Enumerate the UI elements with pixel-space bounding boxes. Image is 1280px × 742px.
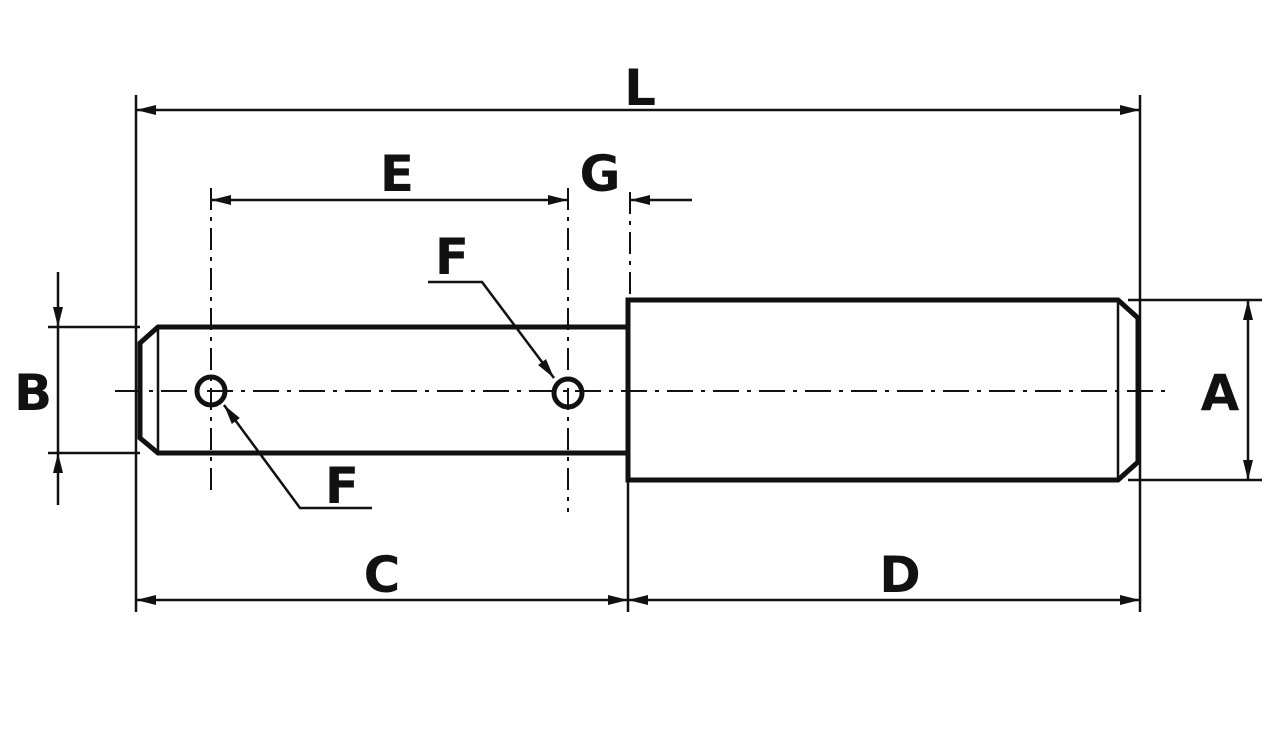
label-c: C [364, 546, 401, 604]
label-g: G [579, 145, 620, 203]
label-a: A [1201, 364, 1240, 422]
label-e: E [380, 145, 414, 203]
hole-leaders [222, 280, 555, 510]
center-lines [115, 188, 1170, 512]
dimension-lines [53, 105, 1253, 605]
leader-f-upper [428, 280, 555, 379]
dimension-labels: L E G F F B A C D [14, 59, 1240, 604]
label-l: L [624, 59, 656, 117]
label-b: B [14, 364, 52, 422]
extension-lines [48, 95, 1262, 612]
label-f-upper: F [435, 228, 469, 286]
leader-f-lower [222, 404, 372, 510]
label-d: D [879, 546, 921, 604]
label-f-lower: F [325, 457, 359, 515]
